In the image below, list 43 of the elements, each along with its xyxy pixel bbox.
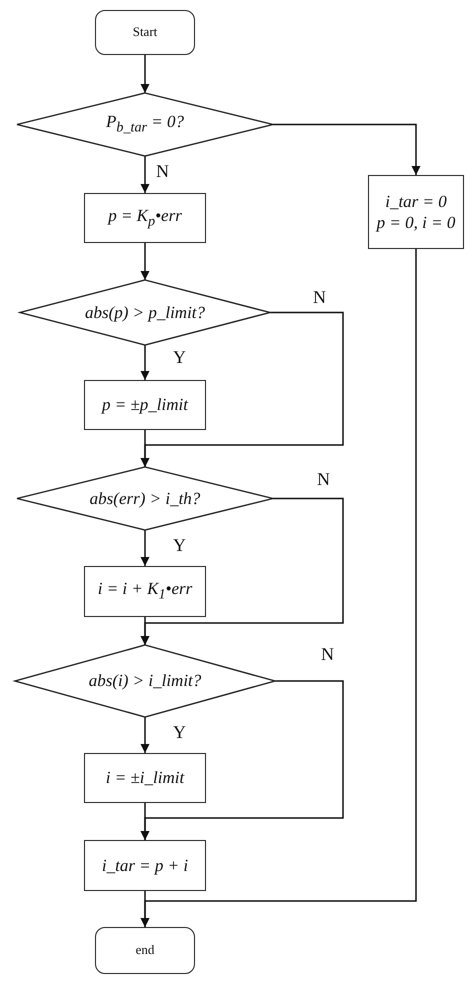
edge-label: Y [172, 536, 187, 554]
process-box [84, 840, 206, 891]
edge-label: Y [172, 348, 187, 366]
arrow [273, 124, 420, 175]
terminal-text: end [136, 942, 154, 959]
process-text: p = K$_{p}$•err [108, 204, 182, 232]
decision-diamond [15, 645, 275, 717]
arrow [140, 249, 417, 927]
arrow [140, 717, 150, 753]
process-box [84, 193, 206, 243]
decision-diamond [20, 280, 270, 345]
condition-text: abs(i) > i_limit? [88, 670, 202, 692]
decision-diamond [17, 467, 273, 530]
arrow [140, 530, 150, 566]
process-box [84, 380, 206, 430]
process-text: p = 0, i = 0 [376, 212, 456, 234]
arrow [140, 803, 150, 840]
edge-label: N [312, 288, 327, 306]
condition-text: abs(err) > i_th? [90, 488, 200, 510]
decision-diamond [17, 93, 273, 156]
edge-label: N [320, 645, 335, 663]
terminal-box [95, 927, 195, 974]
process-box [84, 753, 206, 803]
arrow [140, 55, 150, 93]
process-text: i_tar = 0 [385, 190, 447, 212]
edge-label: N [155, 162, 170, 180]
terminal-box [95, 10, 195, 55]
process-text: i = ±i_limit [106, 767, 184, 789]
arrow [140, 243, 150, 280]
edge-label: Y [172, 723, 187, 741]
edge-label: N [316, 470, 331, 488]
arrow [140, 156, 150, 193]
arrow [140, 430, 150, 467]
process-box [84, 566, 206, 617]
process-text: i_tar = p + i [102, 854, 188, 876]
process-text: i = i + K$_{1}$•err [98, 578, 192, 605]
condition-text: abs(p) > p_limit? [84, 302, 206, 324]
process-text: p = ±p_limit [102, 394, 188, 416]
terminal-text: Start [132, 24, 158, 41]
arrow [140, 345, 150, 380]
arrow [140, 617, 150, 645]
process-box [368, 175, 464, 249]
condition-text: P$_{b_tar}$ = 0? [106, 111, 184, 138]
